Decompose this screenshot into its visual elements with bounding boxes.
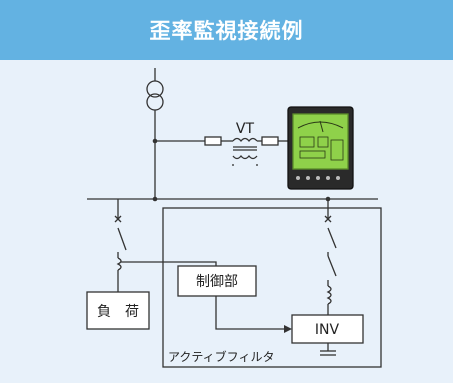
control-signal-line — [215, 296, 284, 330]
vt-primary-coil — [232, 137, 258, 143]
vt-secondary-coil — [232, 154, 258, 160]
diagram-title: 歪率監視接続例 — [149, 19, 304, 43]
load-box — [86, 291, 150, 330]
active-filter-label: アクティブフィルタ — [168, 349, 274, 364]
reactor-symbol — [326, 285, 332, 305]
power-transformer-symbol — [146, 68, 164, 199]
load-branch — [114, 199, 217, 292]
fuse-symbol — [204, 136, 222, 146]
title-bar: 歪率監視接続例 — [0, 0, 453, 60]
fuse-symbol — [261, 136, 279, 146]
load-label: 負 荷 — [97, 304, 139, 320]
power-meter-device — [287, 106, 354, 190]
control-unit-label: 制御部 — [196, 274, 238, 290]
vt-branch — [152, 136, 288, 166]
filter-branch — [320, 199, 337, 356]
vt-label: VT — [236, 121, 255, 137]
arrow-head-icon — [284, 325, 292, 333]
control-unit-box — [177, 265, 257, 297]
active-filter-enclosure — [162, 207, 382, 368]
main-bus — [87, 196, 378, 202]
inv-box — [291, 314, 364, 344]
inv-label: INV — [315, 322, 340, 338]
current-transformer-symbol — [116, 257, 122, 271]
